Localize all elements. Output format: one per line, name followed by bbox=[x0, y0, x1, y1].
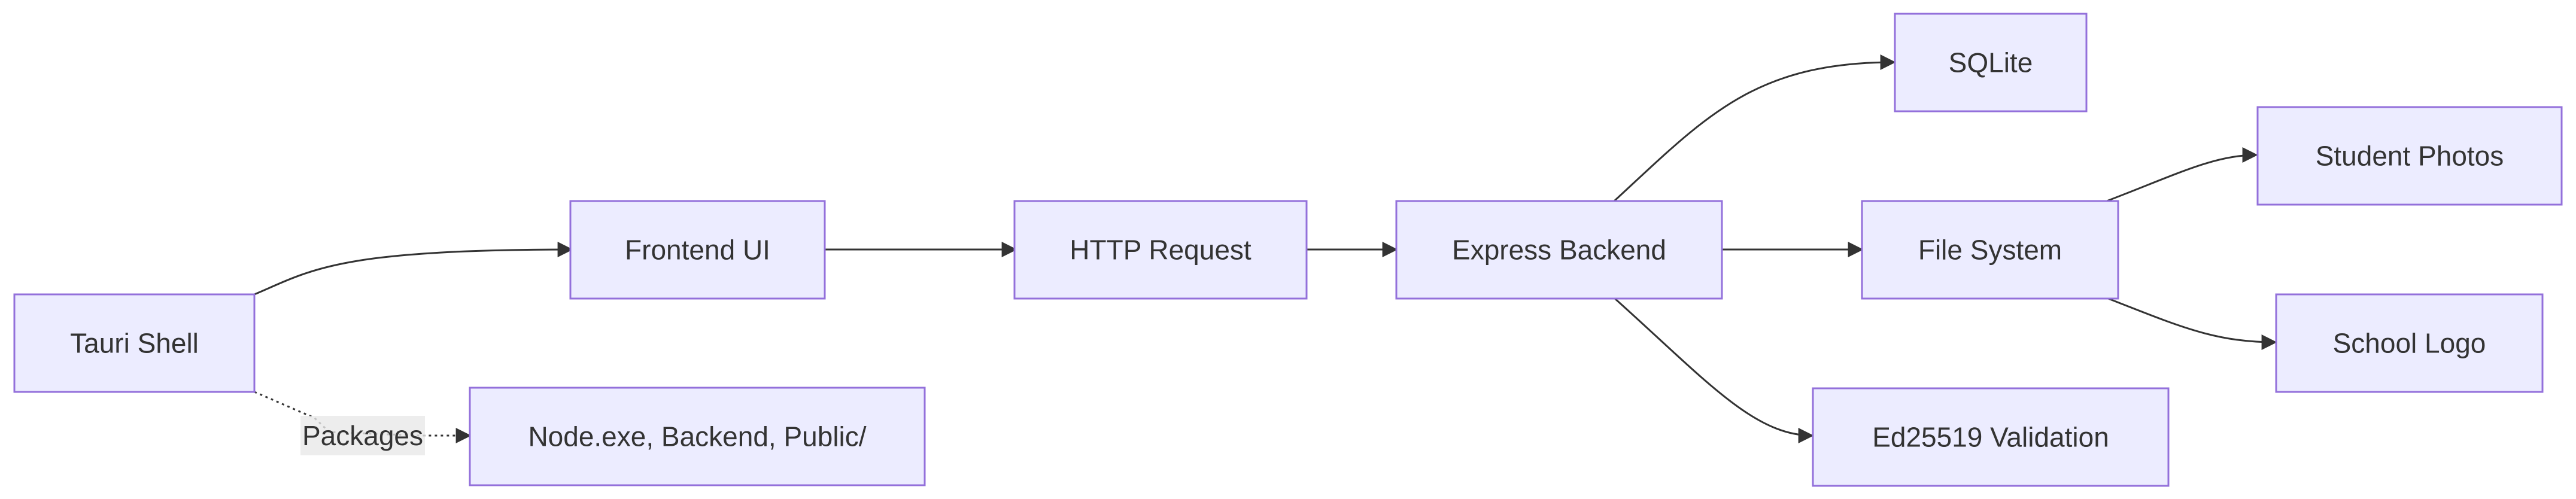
edge-tauri-to-frontend bbox=[254, 242, 573, 296]
node-frontend-ui-label: Frontend UI bbox=[625, 235, 770, 266]
node-ed25519-validation-label: Ed25519 Validation bbox=[1872, 422, 2109, 453]
node-http-request[interactable]: HTTP Request bbox=[1013, 200, 1308, 300]
node-sqlite-label: SQLite bbox=[1949, 47, 2033, 78]
node-express-backend-label: Express Backend bbox=[1452, 235, 1666, 266]
node-packages-target[interactable]: Node.exe, Backend, Public/ bbox=[469, 387, 926, 486]
node-file-system-label: File System bbox=[1918, 235, 2062, 266]
node-student-photos-label: Student Photos bbox=[2316, 141, 2504, 172]
node-express-backend[interactable]: Express Backend bbox=[1395, 200, 1723, 300]
node-tauri-shell-label: Tauri Shell bbox=[70, 328, 199, 359]
node-sqlite[interactable]: SQLite bbox=[1894, 13, 2088, 112]
node-http-request-label: HTTP Request bbox=[1070, 235, 1251, 266]
node-student-photos[interactable]: Student Photos bbox=[2256, 106, 2563, 206]
node-packages-target-label: Node.exe, Backend, Public/ bbox=[528, 421, 866, 452]
node-frontend-ui[interactable]: Frontend UI bbox=[569, 200, 826, 300]
edge-label-packages: Packages bbox=[300, 416, 425, 455]
edge-filesystem-to-school-logo bbox=[2106, 297, 2277, 350]
node-school-logo-label: School Logo bbox=[2333, 328, 2486, 359]
edge-label-packages-text: Packages bbox=[302, 420, 423, 451]
node-tauri-shell[interactable]: Tauri Shell bbox=[13, 293, 256, 393]
edge-filesystem-to-student-photos bbox=[2106, 147, 2258, 202]
node-file-system[interactable]: File System bbox=[1861, 200, 2119, 300]
edge-express-to-ed25519 bbox=[1613, 297, 1814, 443]
node-school-logo[interactable]: School Logo bbox=[2275, 293, 2544, 393]
node-ed25519-validation[interactable]: Ed25519 Validation bbox=[1812, 387, 2170, 487]
edge-express-to-sqlite bbox=[1613, 54, 1896, 202]
